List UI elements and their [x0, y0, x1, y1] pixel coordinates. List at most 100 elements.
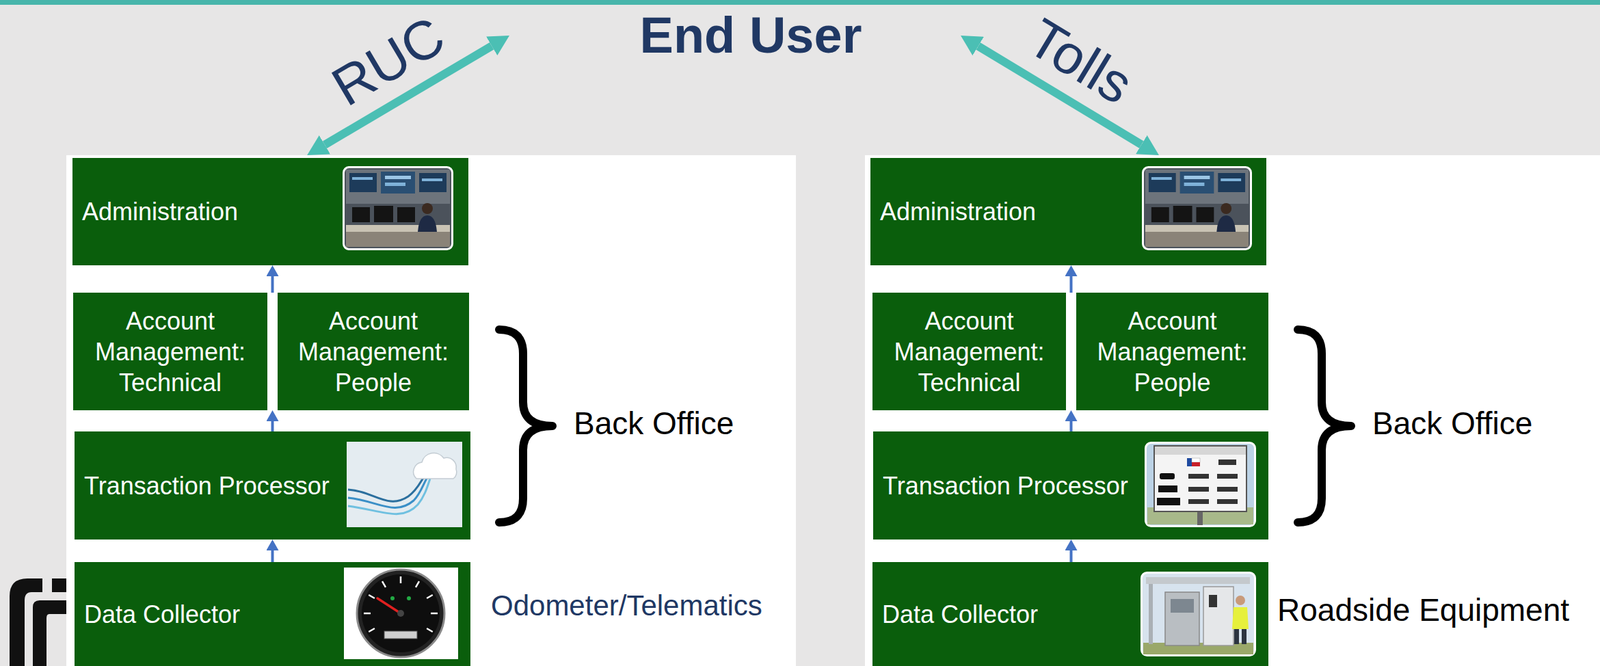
edge-label-holder: RUC	[321, 4, 456, 119]
top-bar	[0, 0, 1600, 5]
flow-arrow	[271, 276, 275, 293]
box-label: Data Collector	[882, 598, 1038, 630]
gauge-tick	[430, 612, 438, 615]
gauge-tick	[363, 612, 371, 615]
indicator-light	[390, 596, 395, 601]
vehicle-icon	[1158, 485, 1178, 493]
flow-arrow	[271, 550, 275, 563]
device-label-holder: Odometer/Telematics	[490, 589, 763, 623]
worker-leg	[1234, 629, 1239, 645]
indicator-light	[406, 596, 411, 601]
curly-brace	[490, 321, 560, 530]
price-mark	[1217, 473, 1238, 479]
gauge-bezel	[356, 569, 445, 658]
process-box: Account Management: People	[1076, 292, 1269, 411]
box-label: Data Collector	[84, 598, 240, 630]
gauge-needle	[377, 598, 401, 614]
speedometer-illustration	[343, 567, 459, 660]
sign-post	[1197, 510, 1203, 526]
price-mark	[1217, 499, 1238, 504]
operator-body	[417, 215, 437, 232]
box-label: Account Management: People	[291, 305, 456, 398]
operator-body	[1216, 215, 1236, 232]
cable	[348, 478, 431, 515]
group-label: Back Office	[573, 405, 734, 442]
screen-line	[384, 182, 406, 186]
wall	[345, 169, 450, 204]
device-label-holder: Roadside Equipment	[1277, 592, 1570, 629]
wall-screen	[1148, 172, 1177, 193]
actor-label: End User	[509, 1, 961, 70]
sign-mark	[1218, 459, 1237, 465]
logo-mark	[51, 578, 67, 593]
operator-head	[421, 203, 433, 215]
control-room-photo	[1141, 166, 1252, 251]
process-box: Account Management: Technical	[872, 292, 1066, 411]
actor-name: End User	[640, 7, 863, 63]
brace-stroke	[499, 329, 553, 523]
price-mark	[1188, 499, 1209, 504]
cloud-shape	[413, 453, 457, 479]
cable	[348, 477, 428, 509]
device-label: Roadside Equipment	[1277, 592, 1570, 629]
photo-frame	[343, 167, 453, 250]
gauge-face	[361, 574, 440, 653]
desk-monitor	[1196, 207, 1215, 223]
gauge-ticks	[363, 576, 438, 639]
flow-arrow	[1070, 550, 1073, 563]
screen-line	[1184, 182, 1205, 186]
price-mark	[1188, 486, 1209, 492]
desk-monitor	[1151, 207, 1170, 223]
price-mark	[1217, 486, 1238, 492]
group-label: Back Office	[1372, 405, 1533, 442]
process-box: Transaction Processor	[873, 431, 1269, 540]
toll-sign-photo	[1144, 441, 1257, 528]
photo-frame	[1142, 167, 1251, 250]
wall	[1145, 169, 1249, 204]
box-label: Administration	[82, 196, 238, 228]
group-label-holder: Back Office	[573, 405, 734, 442]
desk-front	[1145, 231, 1249, 247]
equipment-cabinet	[1165, 592, 1200, 646]
flag-part	[1191, 462, 1200, 467]
cabinet-panel	[1170, 598, 1194, 613]
process-box: Data Collector	[74, 562, 471, 666]
vehicle-icon	[1159, 473, 1175, 480]
box-label: Account Management: People	[1089, 305, 1255, 398]
process-box: Account Management: People	[277, 292, 470, 411]
gauge-tick	[368, 628, 375, 632]
desk-monitor	[397, 207, 416, 223]
flow-arrow	[1070, 276, 1073, 293]
connector-group	[272, 45, 1142, 563]
worker-leg	[1241, 629, 1247, 645]
sign-panel	[1154, 445, 1247, 512]
desk-front	[345, 231, 450, 247]
worker-head	[1235, 595, 1246, 606]
picture-ground	[346, 441, 463, 528]
flow-arrow	[271, 421, 275, 432]
price-mark	[1188, 473, 1209, 479]
sign-header	[1154, 446, 1246, 455]
curly-brace	[1289, 321, 1358, 530]
process-box: Transaction Processor	[74, 431, 471, 540]
process-box: Administration	[870, 157, 1267, 266]
odometer-window	[384, 631, 418, 639]
operator-head	[1220, 203, 1232, 215]
box-label: Account Management: Technical	[886, 305, 1053, 398]
wall-screen	[1180, 171, 1215, 194]
cabinet-panel	[1208, 594, 1218, 608]
process-box: Account Management: Technical	[73, 292, 268, 411]
flag-part	[1191, 458, 1200, 463]
screen-line	[421, 178, 443, 182]
process-box: Administration	[72, 157, 469, 266]
edge-label: Tolls	[1017, 6, 1144, 117]
photo-frame	[1145, 443, 1256, 527]
device-label: Odometer/Telematics	[490, 589, 763, 623]
needle-hub	[397, 609, 405, 617]
gauge-tick	[368, 594, 375, 599]
safety-vest	[1232, 607, 1249, 630]
roadside-equipment-photo	[1140, 571, 1257, 657]
wall-screen	[380, 171, 416, 194]
wall-screen	[419, 172, 447, 193]
